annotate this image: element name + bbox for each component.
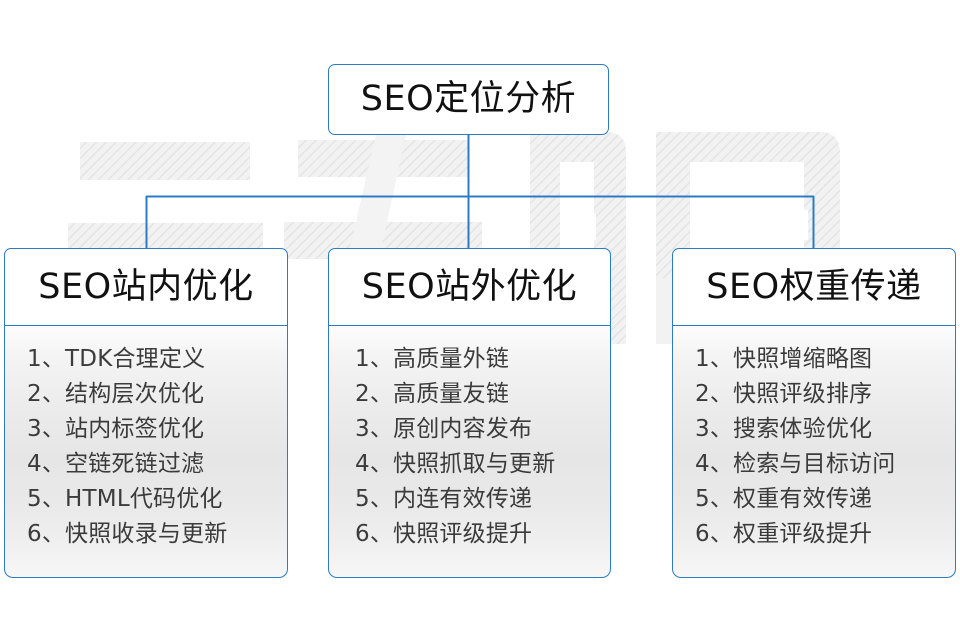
list-item: 2、结构层次优化 [27, 381, 205, 407]
list-item: 5、HTML代码优化 [27, 486, 223, 512]
root-node-title: SEO定位分析 [360, 79, 577, 119]
list-item: 5、内连有效传递 [355, 486, 533, 512]
branch-header-2[interactable]: SEO站外优化 [328, 248, 611, 326]
branch-body-1: 1、TDK合理定义 2、结构层次优化 3、站内标签优化 4、空链死链过滤 5、H… [4, 326, 288, 578]
list-item: 3、站内标签优化 [27, 416, 205, 442]
list-item: 4、检索与目标访问 [695, 451, 896, 477]
list-item: 1、快照增缩略图 [695, 346, 873, 372]
list-item: 6、快照评级提升 [355, 521, 533, 547]
list-item: 1、高质量外链 [355, 346, 510, 372]
list-item: 1、TDK合理定义 [27, 346, 206, 372]
list-item: 6、权重评级提升 [695, 521, 873, 547]
branch-body-3: 1、快照增缩略图 2、快照评级排序 3、搜索体验优化 4、检索与目标访问 5、权… [672, 326, 956, 578]
list-item: 2、快照评级排序 [695, 381, 873, 407]
list-item: 6、快照收录与更新 [27, 521, 228, 547]
branch-title-1: SEO站内优化 [38, 266, 254, 307]
branch-title-2: SEO站外优化 [361, 266, 578, 307]
branch-header-1[interactable]: SEO站内优化 [4, 248, 288, 326]
branch-header-3[interactable]: SEO权重传递 [672, 248, 956, 326]
branch-column-1[interactable]: SEO站内优化 1、TDK合理定义 2、结构层次优化 3、站内标签优化 4、空链… [4, 248, 288, 578]
list-item: 4、快照抓取与更新 [355, 451, 556, 477]
list-item: 2、高质量友链 [355, 381, 510, 407]
list-item: 5、权重有效传递 [695, 486, 873, 512]
branch-body-2: 1、高质量外链 2、高质量友链 3、原创内容发布 4、快照抓取与更新 5、内连有… [328, 326, 611, 578]
branch-title-3: SEO权重传递 [706, 266, 922, 307]
branch-column-2[interactable]: SEO站外优化 1、高质量外链 2、高质量友链 3、原创内容发布 4、快照抓取与… [328, 248, 611, 578]
branch-column-3[interactable]: SEO权重传递 1、快照增缩略图 2、快照评级排序 3、搜索体验优化 4、检索与… [672, 248, 956, 578]
list-item: 3、原创内容发布 [355, 416, 533, 442]
list-item: 3、搜索体验优化 [695, 416, 873, 442]
list-item: 4、空链死链过滤 [27, 451, 205, 477]
root-node[interactable]: SEO定位分析 [328, 64, 609, 135]
